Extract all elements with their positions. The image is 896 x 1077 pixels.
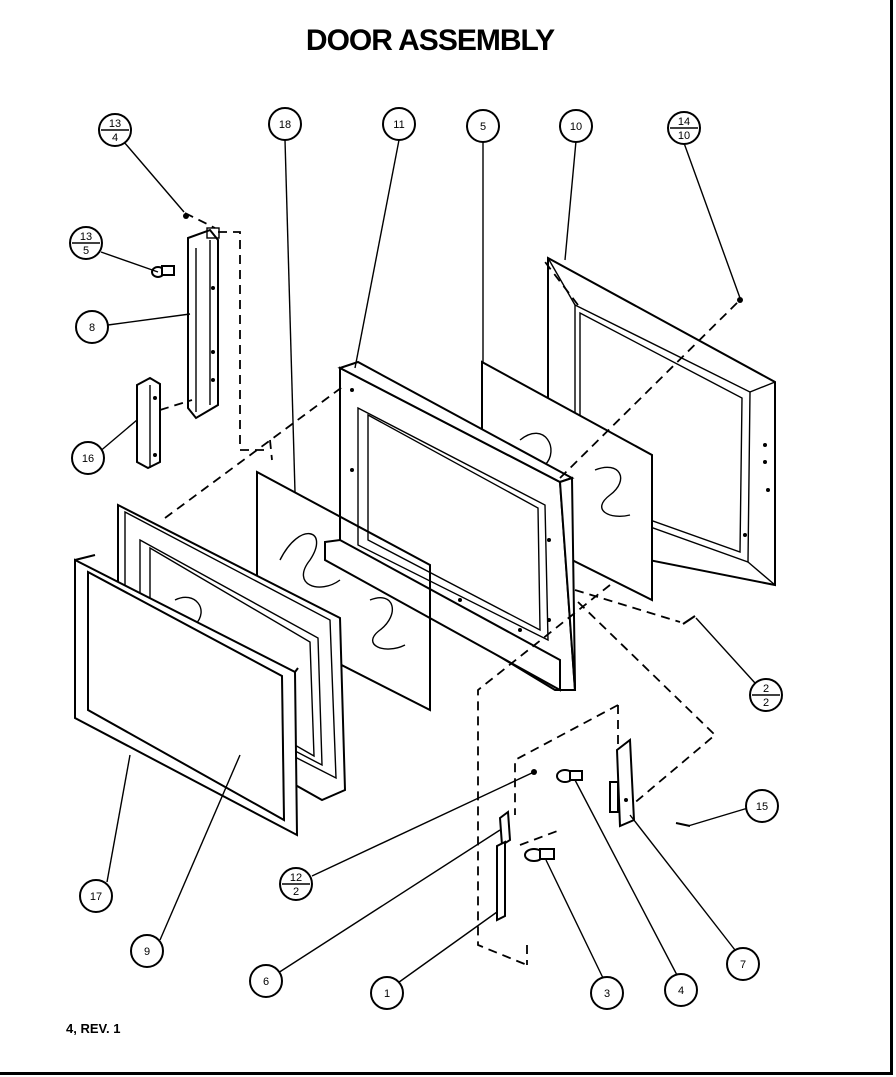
callout-10: 10 [559,109,593,143]
svg-text:4: 4 [678,985,684,997]
diagram-title: DOOR ASSEMBLY [305,24,555,57]
callout-2-2: 2 2 [749,678,783,712]
svg-text:10: 10 [678,130,690,142]
callout-14-10: 14 10 [667,111,701,145]
svg-text:10: 10 [570,121,582,133]
svg-text:11: 11 [393,119,404,131]
callout-11: 11 [382,107,416,141]
callout-3: 3 [590,976,624,1010]
part-8-hinge-bracket [187,227,220,420]
svg-text:5: 5 [480,121,486,133]
assembly-dashed-lines [159,212,741,966]
svg-text:16: 16 [82,453,94,465]
callout-9: 9 [130,934,164,968]
svg-text:18: 18 [279,119,291,131]
svg-text:4: 4 [112,132,118,144]
callout-5: 5 [466,109,500,143]
svg-text:15: 15 [756,801,768,813]
callout-17: 17 [79,879,113,913]
callout-7: 7 [726,947,760,981]
svg-text:3: 3 [604,988,610,1000]
svg-text:7: 7 [740,959,746,971]
callout-12-2: 12 2 [279,867,313,901]
svg-text:9: 9 [144,946,150,958]
callout-18: 18 [268,107,302,141]
svg-text:13: 13 [80,231,92,243]
svg-text:6: 6 [263,976,269,988]
svg-text:5: 5 [83,245,89,257]
svg-text:17: 17 [90,891,102,903]
callout-1: 1 [370,976,404,1010]
svg-text:8: 8 [89,322,95,334]
part-11-inner-frame [324,360,577,692]
revision-note: 4, REV. 1 [66,1021,121,1036]
svg-text:14: 14 [678,116,690,128]
svg-text:1: 1 [384,988,390,1000]
svg-text:13: 13 [109,118,121,130]
part-17-trim-frame [74,554,299,837]
callout-13-5: 13 5 [69,226,103,260]
callout-15: 15 [745,789,779,823]
callout-6: 6 [249,964,283,998]
callout-13-4: 13 4 [98,113,132,147]
svg-text:2: 2 [763,697,769,709]
callout-8: 8 [75,310,109,344]
svg-text:2: 2 [763,683,769,695]
part-16-hinge-block [136,376,161,470]
svg-text:2: 2 [293,886,299,898]
callout-4: 4 [664,973,698,1007]
part-18-glass-pane [256,470,431,712]
callout-16: 16 [71,441,105,475]
svg-text:12: 12 [290,872,302,884]
latch-assembly [496,738,636,922]
leader-lines [97,139,756,986]
